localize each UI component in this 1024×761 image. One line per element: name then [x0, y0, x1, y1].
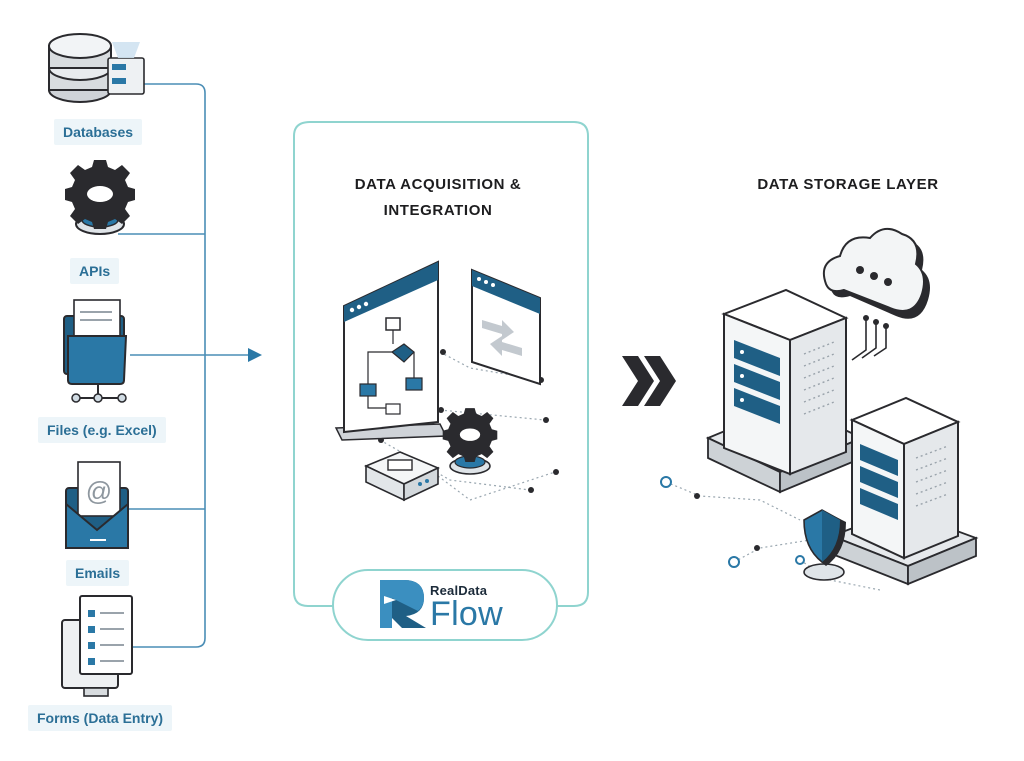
api-gear-icon	[65, 160, 135, 235]
integration-illustration	[334, 260, 559, 502]
source-label-databases: Databases	[54, 119, 143, 145]
security-shield-icon	[803, 509, 846, 581]
brand-name-main: Flow	[430, 595, 503, 633]
source-label-files: Files (e.g. Excel)	[38, 417, 166, 443]
acquisition-title-line1: DATA ACQUISITION &	[354, 176, 522, 193]
form-monitor-icon	[61, 595, 133, 697]
source-label-emails: Emails	[66, 560, 130, 586]
cloud-icon	[822, 227, 930, 361]
source-label-forms: Forms (Data Entry)	[28, 705, 173, 731]
acquisition-title: DATA ACQUISITION & INTEGRATION	[300, 172, 576, 224]
realdata-flow-logo-mark	[380, 580, 426, 628]
flow-arrow-head	[248, 348, 262, 362]
storage-illustration	[660, 227, 979, 591]
storage-title: DATA STORAGE LAYER	[757, 176, 939, 193]
svg-text:@: @	[86, 476, 112, 506]
source-label-apis: APIs	[70, 258, 120, 284]
email-envelope-icon: @	[65, 461, 129, 549]
acquisition-title-line2: INTEGRATION	[383, 202, 493, 219]
double-chevron-icon	[622, 356, 676, 406]
folder-files-icon	[63, 299, 128, 403]
source-connector-lines	[118, 83, 248, 648]
realdata-flow-brand: RealData Flow	[430, 583, 503, 633]
database-icon	[48, 33, 145, 103]
brand-name-top: RealData	[430, 583, 488, 598]
